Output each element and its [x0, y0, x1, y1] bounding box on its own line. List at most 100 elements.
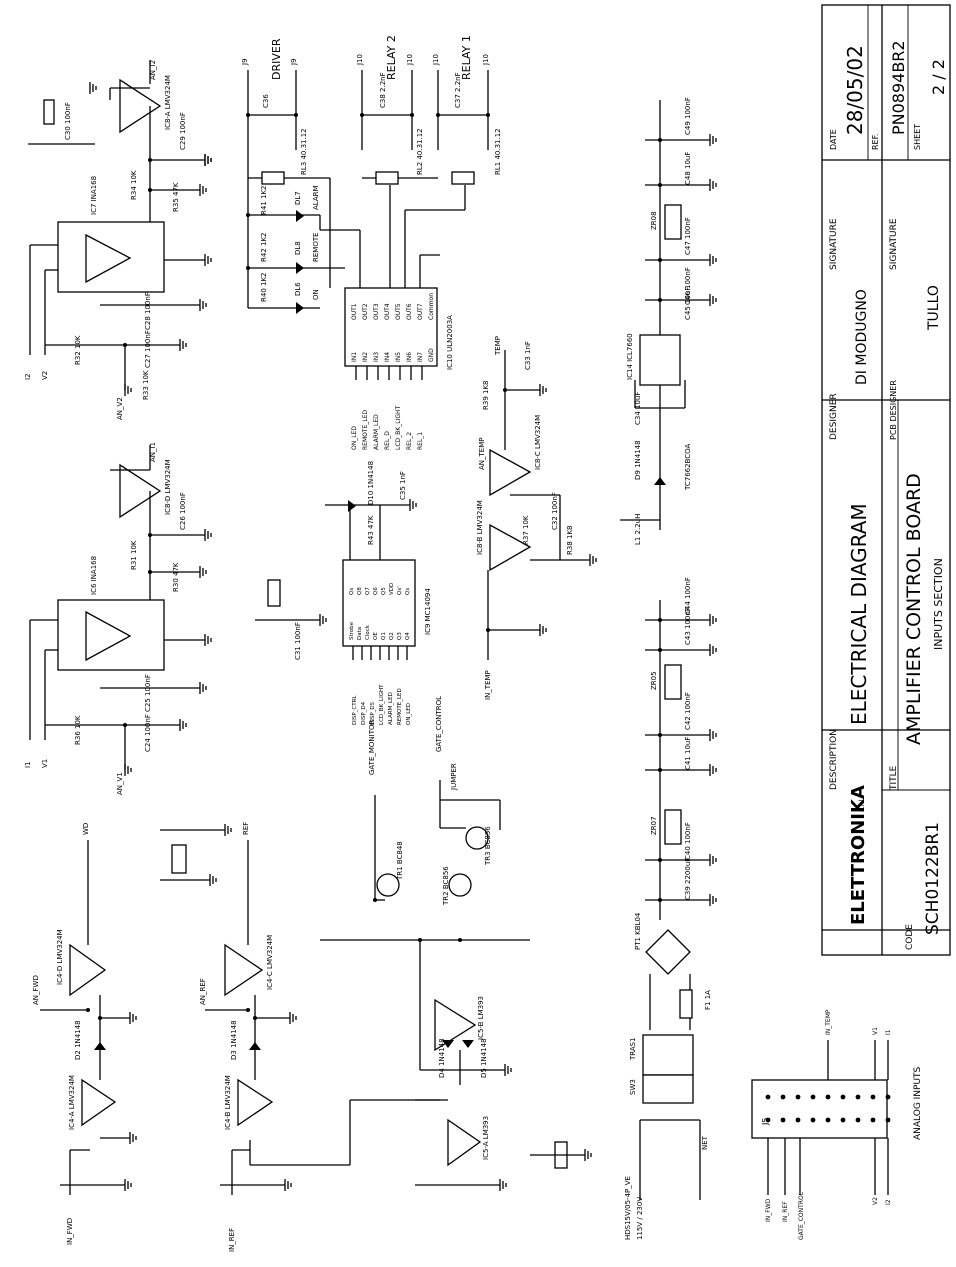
ground-icon: [124, 764, 132, 776]
sheet-value: 2 / 2: [929, 59, 948, 95]
zr08-label: ZR08: [650, 211, 658, 230]
j5-label: J5: [761, 1118, 770, 1126]
uln-output-pin: OUT2: [362, 303, 369, 320]
date-label: DATE: [829, 129, 838, 150]
wire-junctions: [86, 113, 662, 1020]
wire-junction: [658, 768, 662, 772]
wire-junction: [658, 733, 662, 737]
d9-label: D9 1N4148: [634, 440, 642, 480]
wire-junction: [148, 533, 152, 537]
title-label: TITLE: [889, 765, 899, 791]
net-net: NET: [701, 1135, 709, 1150]
rl2-label: RL2 40.31.12: [416, 128, 424, 175]
ref-label: REF.: [871, 134, 880, 150]
net-in-temp: IN_TEMP: [484, 670, 492, 700]
uln-input-pin: IN7: [417, 352, 424, 362]
uln-signal-label: ON_LED: [351, 426, 358, 450]
ic5b-comparator: [434, 998, 477, 1052]
f1-label: F1 1A: [704, 990, 712, 1010]
net-driver: DRIVER: [270, 38, 283, 80]
relay-rl3-coil: [261, 171, 285, 185]
tr3-label: TR3 BC856: [484, 826, 492, 866]
j5-pin: [810, 1117, 816, 1123]
ground-icon: [179, 339, 187, 351]
c30-label: C30 100nF: [64, 102, 72, 140]
transformer-tras1: [642, 1034, 694, 1076]
title-value: AMPLIFIER CONTROL BOARD: [903, 473, 925, 745]
mc14094-signal-label: LCD_BK_LIGHT: [379, 684, 385, 725]
c49-label: C49 100nF: [684, 97, 692, 135]
ground-icon: [199, 682, 207, 694]
wire-junction: [503, 388, 507, 392]
ic4c-label: IC4-C LMV324M: [266, 935, 274, 990]
ground-symbols: [89, 82, 717, 1191]
mc14094-signal-label: ON_LED: [406, 703, 412, 725]
ground-icon: [224, 824, 232, 836]
j5-net-v2: V2: [872, 1197, 879, 1205]
pcb-designer-value: TULLO: [926, 285, 942, 331]
net-j10c: J10: [432, 54, 440, 66]
signature-label-2: SIGNATURE: [889, 218, 899, 270]
ground-icon: [499, 1179, 507, 1191]
c35-label: C35 1nF: [399, 471, 407, 500]
dl7-label: DL7: [294, 191, 302, 205]
ground-icon: [319, 614, 327, 626]
c27-label: C27 100nF: [144, 330, 152, 368]
j5-pin: [885, 1094, 891, 1100]
dl8-label: DL8: [294, 241, 302, 255]
wire-junction: [246, 113, 250, 117]
ic6-chip: [57, 599, 165, 671]
led-dl8-symbol: [296, 262, 304, 274]
mc14094-output-pin: Q5: [381, 587, 387, 595]
ic4a-label: IC4-A LMV324M: [68, 1075, 76, 1130]
uln-signal-label: LCD_BK_LIGHT: [395, 406, 402, 450]
j5-header: [751, 1079, 888, 1139]
ground-icon: [209, 874, 217, 886]
ic7-label: IC7 INA168: [90, 176, 98, 215]
j5-net-i2: I2: [885, 1199, 892, 1205]
wire-junction: [123, 343, 127, 347]
fwd-ref-section: IC4-D LMV324M IC4-A LMV324M IC4-C LMV324…: [32, 822, 290, 1252]
rl3-label: RL3 40.31.12: [300, 128, 308, 175]
wire-junction: [253, 1016, 257, 1020]
wire-junction: [658, 898, 662, 902]
wire-junction: [123, 723, 127, 727]
r30-label: R30 47K: [172, 562, 180, 592]
r33-label: R33 10K: [142, 370, 150, 400]
wire-junction: [246, 213, 250, 217]
c26-label: C26 100nF: [179, 492, 187, 530]
ground-icon: [709, 764, 717, 776]
ground-icon: [124, 384, 132, 396]
ground-icon: [179, 719, 187, 731]
ic4a-amp: [81, 1078, 117, 1127]
mc14094-input-pin: OE: [373, 632, 379, 640]
designer-value: DI MODUGNO: [854, 289, 870, 385]
tras1-label: TRAS1: [629, 1037, 637, 1061]
pt1-label: PT1 KBL04: [634, 912, 642, 950]
gate-control-section: IC5-B LM393 IC5-A LM393 TR1 BC848 TR2 BC…: [249, 696, 585, 1186]
uln-signal-label: REL_D: [384, 431, 391, 450]
ic7-amp-symbol: [85, 233, 132, 284]
sheet-label: SHEET: [913, 124, 922, 150]
mc14094-input-pin: Clock: [365, 624, 371, 640]
designer-label: DESIGNER: [829, 393, 839, 440]
mc14094-signal-label: DISP_D4: [361, 701, 367, 725]
uln-input-pin: GND: [428, 348, 435, 362]
ic8a-amp: [119, 78, 162, 134]
wire-junction: [246, 266, 250, 270]
net-relay2: RELAY 2: [385, 35, 398, 80]
uln-output-pin: OUT5: [395, 303, 402, 320]
ground-icon: [504, 1064, 512, 1076]
mc14094-input-pin: Q2: [389, 632, 395, 640]
j5-pin: [855, 1117, 861, 1123]
c48-label: C48 10uF: [684, 152, 692, 185]
diode-d10-symbol: [348, 500, 356, 512]
mc14094-input-pin: Strobe: [349, 621, 355, 640]
uln-signal-label: REL_2: [406, 432, 413, 450]
rl1-label: RL1 40.31.12: [494, 128, 502, 175]
c45-label: C45 10uF: [684, 287, 692, 320]
